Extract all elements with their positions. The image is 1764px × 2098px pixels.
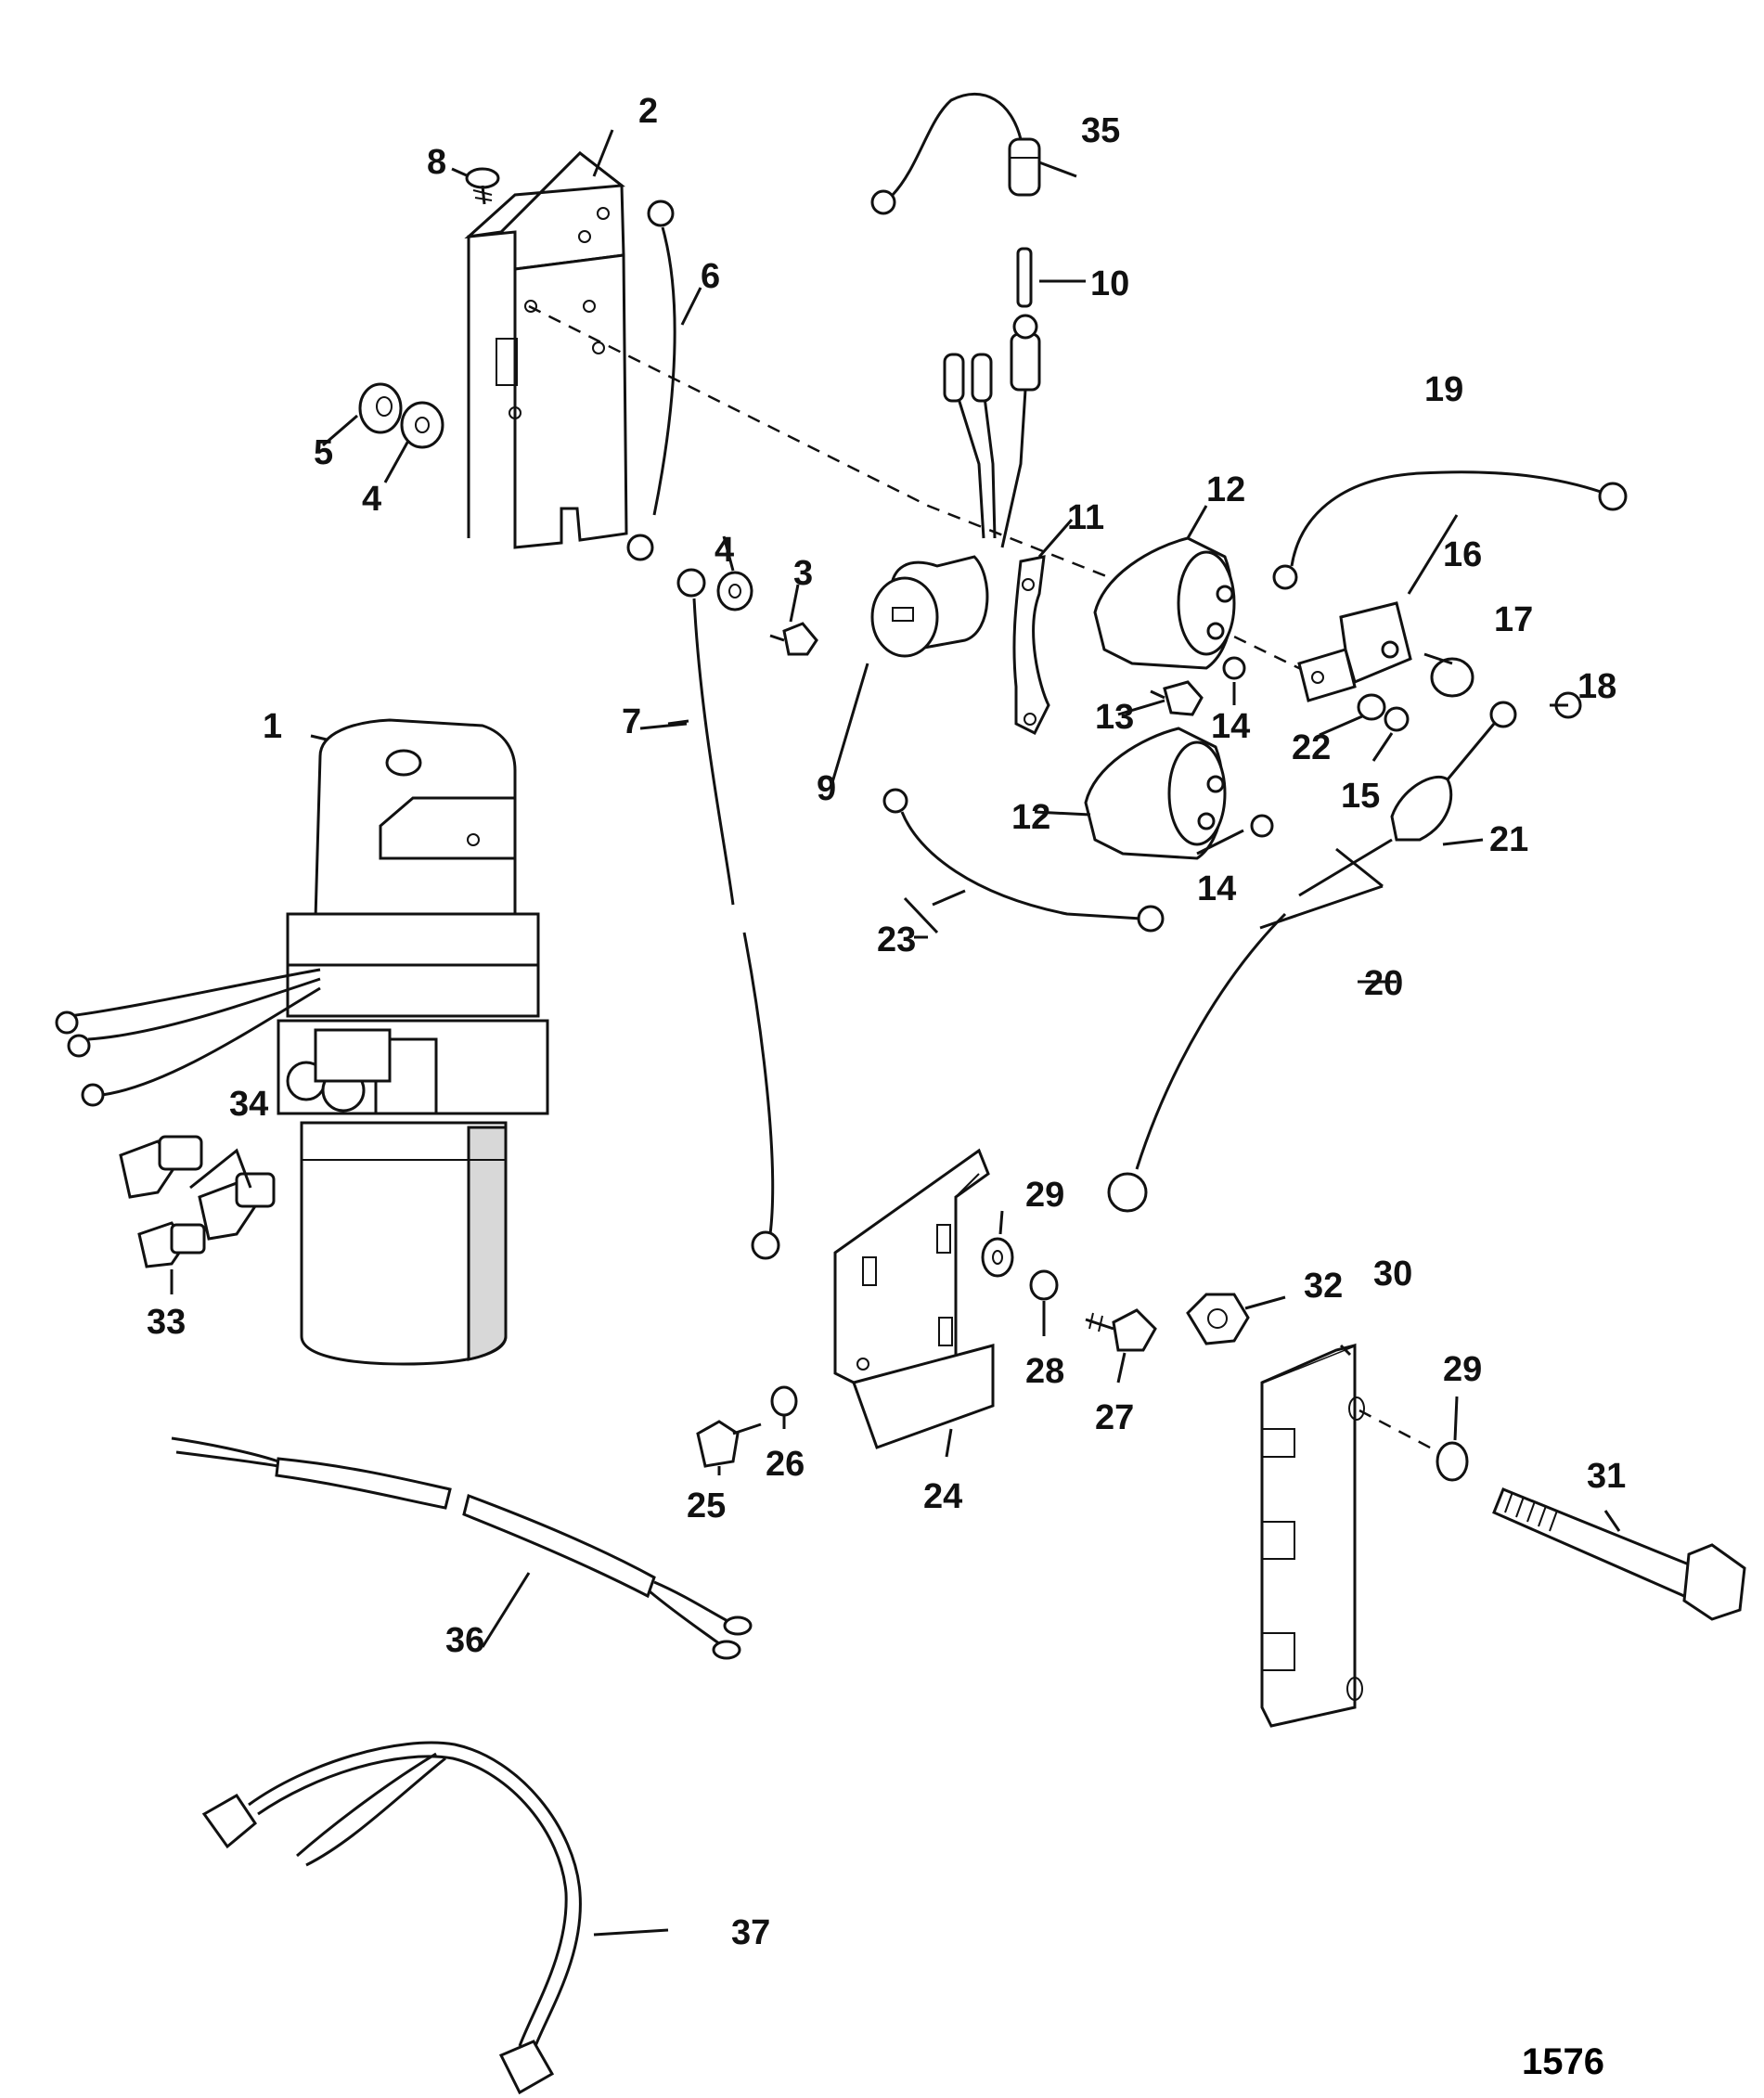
callout-18: 18 xyxy=(1577,667,1616,706)
callout-34: 34 xyxy=(229,1085,268,1124)
part-20-cable xyxy=(1107,838,1393,1213)
part-25-screw xyxy=(696,1420,762,1468)
callout-31: 31 xyxy=(1587,1457,1626,1496)
part-34-fitting-b xyxy=(198,1172,276,1241)
part-15-nut xyxy=(1384,706,1410,732)
callout-32: 32 xyxy=(1304,1267,1343,1306)
part-19-cable xyxy=(1272,470,1628,590)
part-12-solenoid-lower xyxy=(1084,727,1227,860)
part-17-washer xyxy=(1430,657,1474,698)
part-11-bracket xyxy=(1012,555,1050,736)
callout-numbers: 2 8 6 5 4 4 3 7 1 9 35 10 11 12 12 13 14… xyxy=(147,92,1626,2082)
part-3-screw xyxy=(769,622,818,656)
part-36-harness xyxy=(171,1436,753,1660)
part-10-fuse xyxy=(1016,247,1033,308)
part-22-washer xyxy=(1357,693,1386,721)
callout-14b: 14 xyxy=(1197,869,1236,908)
part-21-boot xyxy=(1390,701,1517,842)
callout-37: 37 xyxy=(731,1913,770,1952)
callout-22: 22 xyxy=(1292,728,1331,767)
leader-lines-lower xyxy=(170,719,1621,1937)
part-34-fitting-a xyxy=(119,1135,203,1199)
part-27-screw xyxy=(1085,1308,1157,1352)
part-32-nut xyxy=(1186,1293,1250,1345)
callout-36: 36 xyxy=(445,1621,484,1660)
callout-12b: 12 xyxy=(1011,798,1050,837)
callout-19: 19 xyxy=(1424,370,1463,409)
callout-3: 3 xyxy=(793,554,813,593)
callout-16: 16 xyxy=(1443,535,1482,574)
part-33-fitting xyxy=(137,1221,206,1268)
part-7-cable xyxy=(676,568,780,1260)
callout-4b: 4 xyxy=(715,531,734,570)
callout-27: 27 xyxy=(1095,1398,1134,1437)
part-24-bracket xyxy=(833,1148,995,1449)
callout-26: 26 xyxy=(766,1445,805,1484)
callout-4a: 4 xyxy=(362,480,381,519)
part-37-harness xyxy=(201,1741,582,2095)
callout-12a: 12 xyxy=(1206,470,1245,509)
callout-5: 5 xyxy=(314,433,333,472)
callout-35: 35 xyxy=(1081,111,1120,150)
figure-number: 1576 xyxy=(1522,2041,1604,2082)
part-13-screw xyxy=(1150,680,1204,716)
callout-21: 21 xyxy=(1489,820,1528,859)
part-9-switch xyxy=(870,314,1041,658)
callout-9: 9 xyxy=(817,769,836,808)
part-26-washer xyxy=(770,1385,798,1417)
callout-1: 1 xyxy=(263,707,282,746)
assembly-line-bolt xyxy=(1358,1409,1449,1459)
part-2-mounting-bracket xyxy=(464,151,628,549)
part-29-washer-lower xyxy=(1436,1441,1469,1482)
part-5-nut xyxy=(358,382,403,434)
part-35-connector-lead xyxy=(870,92,1041,215)
part-28-washer xyxy=(1029,1269,1059,1301)
part-30-block xyxy=(1260,1343,1365,1728)
callout-11: 11 xyxy=(1067,498,1104,537)
part-29-washer-upper xyxy=(981,1237,1014,1278)
callout-30: 30 xyxy=(1373,1255,1412,1294)
callout-15: 15 xyxy=(1341,777,1380,816)
part-1-pump-motor xyxy=(277,718,549,1366)
part-31-bolt xyxy=(1492,1487,1746,1621)
callout-29a: 29 xyxy=(1025,1176,1064,1215)
part-1-motor-leads xyxy=(55,968,321,1107)
part-14-nut-lower xyxy=(1250,814,1274,838)
part-16-circuit-breaker xyxy=(1297,601,1412,702)
part-23-cable xyxy=(882,788,1165,933)
callout-6: 6 xyxy=(701,257,720,296)
part-4-washer xyxy=(716,571,753,611)
callout-10: 10 xyxy=(1090,264,1129,303)
leader-lines xyxy=(310,129,1568,984)
callout-17: 17 xyxy=(1494,600,1533,639)
part-12-solenoid-upper xyxy=(1093,536,1236,670)
part-14-nut-upper xyxy=(1222,656,1246,680)
part-6-ground-strap xyxy=(626,200,676,561)
callout-23: 23 xyxy=(877,920,916,959)
callout-28: 28 xyxy=(1025,1352,1064,1391)
part-8-screw xyxy=(465,167,500,205)
callout-33: 33 xyxy=(147,1303,186,1342)
callout-20: 20 xyxy=(1364,964,1403,1003)
callout-14a: 14 xyxy=(1211,707,1250,746)
callout-8: 8 xyxy=(427,143,446,182)
callout-2: 2 xyxy=(638,92,658,131)
callout-24: 24 xyxy=(923,1477,962,1516)
callout-7: 7 xyxy=(622,702,641,741)
part-4-washer-left xyxy=(400,401,444,449)
callout-25: 25 xyxy=(687,1487,726,1525)
callout-13: 13 xyxy=(1095,698,1134,737)
callout-29b: 29 xyxy=(1443,1350,1482,1389)
